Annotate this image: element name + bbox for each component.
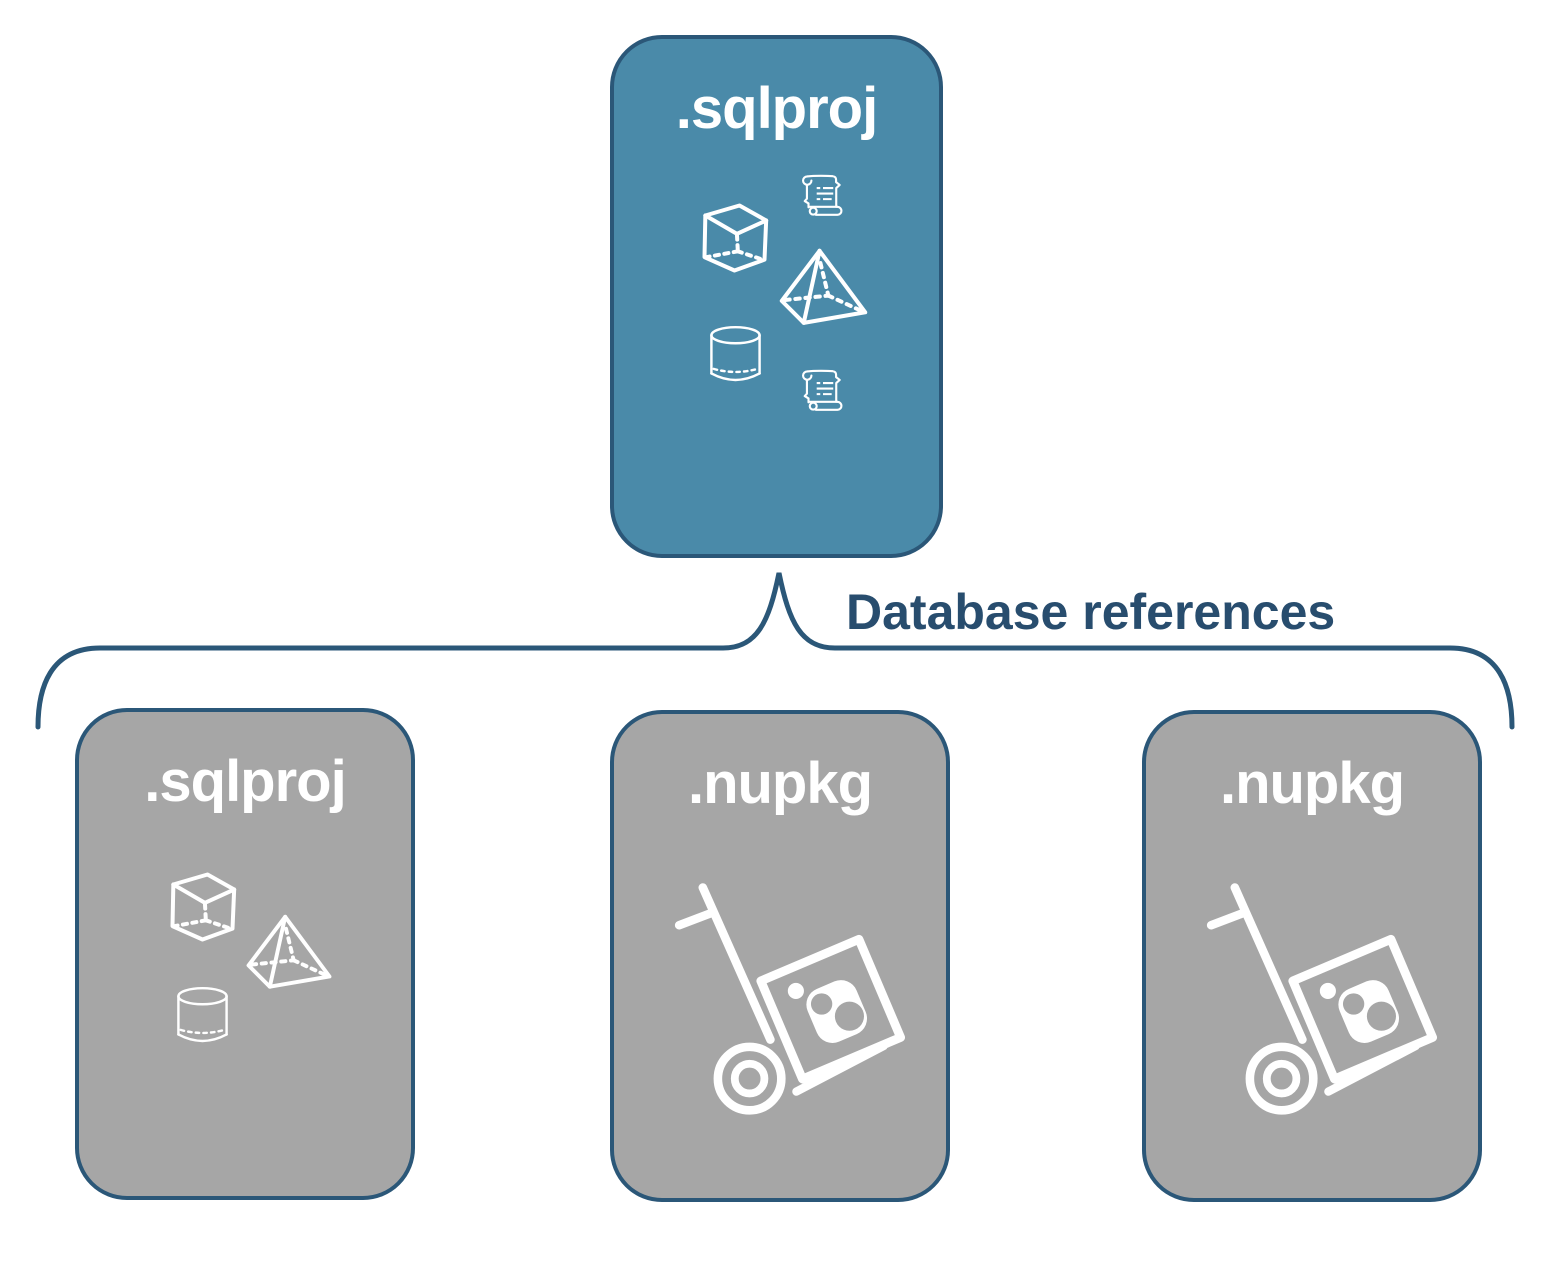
cube-icon (702, 203, 769, 273)
node-label: .sqlproj (675, 76, 878, 141)
sql-script-scroll-icon (802, 369, 843, 411)
node-nupkg-child: .nupkg (1142, 710, 1482, 1202)
node-label: .sqlproj (144, 749, 346, 814)
pyramid-icon (779, 248, 868, 325)
node-sqlproj-root: .sqlproj (610, 35, 943, 558)
node-label: .nupkg (1219, 751, 1405, 816)
node-nupkg-child: .nupkg (610, 710, 950, 1202)
cylinder-icon (177, 986, 228, 1043)
cylinder-icon (710, 325, 761, 382)
node-label: .nupkg (687, 751, 873, 816)
sql-script-scroll-icon (802, 174, 843, 216)
cube-icon (170, 872, 237, 942)
connector-label: Database references (846, 584, 1336, 640)
nuget-package-trolley-icon (674, 883, 906, 1115)
nuget-package-trolley-icon (1206, 883, 1438, 1115)
node-sqlproj-child: .sqlproj (75, 708, 415, 1200)
pyramid-icon (246, 914, 332, 989)
